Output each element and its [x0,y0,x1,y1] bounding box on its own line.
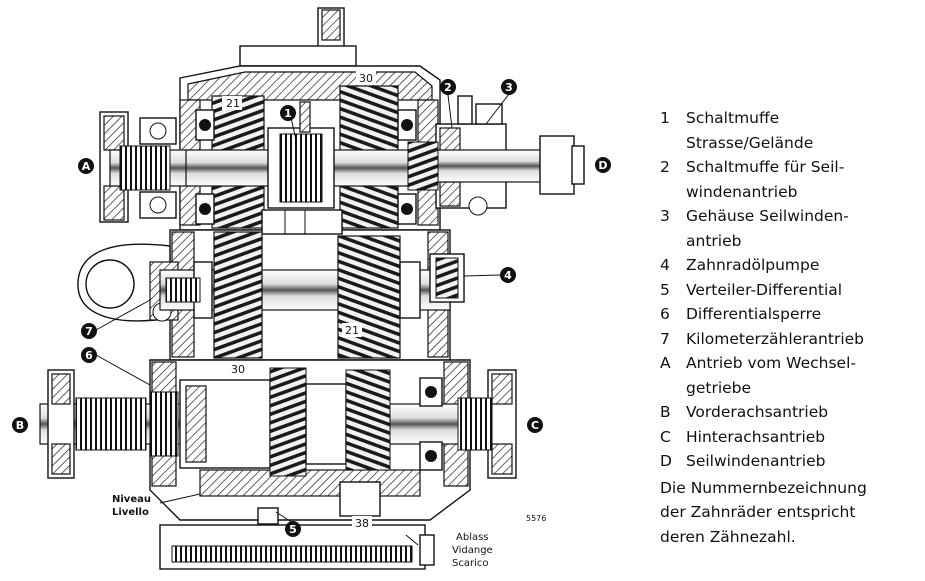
middle-shaft [159,231,465,359]
callout-c-label: C [531,419,539,432]
legend-list: 1 Schaltmuffe Strasse/Gelände 2 Schaltmuffe… [660,106,918,474]
legend-item: 3 Gehäuse Seilwinden- antrieb [660,204,918,253]
callout-1-label: 1 [284,107,292,120]
legend-item-text: Vorderachsantrieb [686,403,829,421]
callout-6: 6 [81,347,97,363]
legend-item-text: Verteiler-Differential [686,280,843,299]
callout-2-label: 2 [444,81,452,94]
callout-d-label: D [598,159,607,172]
gear-tooth-numbers: 21 30 21 30 38 [222,71,376,530]
upper-gear-train [185,85,437,235]
legend-item-key: 3 [660,207,670,225]
callout-2: 2 [440,79,456,95]
callout-5: 5 [285,521,301,537]
callout-1: 1 [280,105,296,121]
legend-item: 7 Kilometerzählerantrieb [660,327,918,352]
legend-item-text: Kilometerzählerantrieb [686,329,865,348]
legend-item: 5 Verteiler-Differential [660,278,918,303]
legend-item: C Hinterachsantrieb [660,425,918,450]
gear-number-30-top: 30 [359,72,373,85]
legend-item-text: Zahnradölpumpe [686,256,820,274]
gearbox-cutaway-drawing: 21 30 21 30 38 1 [12,7,611,570]
drawing-labels: Niveau Livello Ablass Vidange Scarico 55… [112,494,546,569]
legend-note: Die Nummernbezeichnung der Zahnräder ent… [660,478,867,546]
callout-7-label: 7 [85,325,93,338]
lower-differential [39,367,517,525]
gear-number-30-low: 30 [231,363,245,376]
callout-a-label: A [82,160,91,173]
callout-6-label: 6 [85,349,93,362]
input-flange-a [99,111,191,223]
legend-item-key: 7 [660,329,670,348]
legend-item: 6 Differentialsperre [660,302,918,327]
legend-item-text: Differentialsperre [686,305,822,323]
callout-4: 4 [500,267,516,283]
legend-item-key: C [660,427,671,446]
callout-3-label: 3 [505,81,513,94]
leader-lines [95,93,510,546]
label-vidange: Vidange [452,545,493,556]
label-scarico: Scarico [452,558,488,569]
gear-number-38: 38 [355,517,369,530]
legend-item-key: 1 [660,109,670,127]
legend-item-key: 4 [660,256,670,274]
legend-item-text: Schaltmuffe für Seil- windenantrieb [686,158,845,201]
gear-number-21-top: 21 [226,97,240,110]
legend-item-key: 6 [660,305,670,323]
callout-4-label: 4 [504,269,512,282]
callout-a: A [78,158,94,174]
legend-item-key: 2 [660,158,670,176]
label-livello: Livello [112,507,149,518]
label-niveau: Niveau [112,494,151,505]
drawing-number: 5576 [526,514,546,523]
legend-item: B Vorderachsantrieb [660,400,918,425]
legend-item-key: A [660,354,671,372]
legend-item-key: 5 [660,280,670,299]
callout-d: D [595,157,611,173]
callout-7: 7 [81,323,97,339]
legend-item-key: D [660,452,672,470]
legend-item-key: B [660,403,671,421]
gear-number-21-mid: 21 [345,324,359,337]
legend-item-text: Hinterachsantrieb [686,427,826,446]
callout-3: 3 [501,79,517,95]
legend-item: 1 Schaltmuffe Strasse/Gelände [660,106,918,155]
legend-item: 2 Schaltmuffe für Seil- windenantrieb [660,155,918,204]
callout-b-label: B [16,419,24,432]
label-ablass: Ablass [456,532,489,543]
callout-5-label: 5 [289,523,297,536]
legend-item: A Antrieb vom Wechsel- getriebe [660,351,918,400]
legend-item: D Seilwindenantrieb [660,449,918,474]
callout-b: B [12,417,28,433]
legend: 1 Schaltmuffe Strasse/Gelände 2 Schaltmuffe… [660,106,918,549]
legend-item-text: Seilwindenantrieb [686,452,826,470]
callouts: 1 2 3 4 5 6 7 [12,79,611,537]
legend-item: 4 Zahnradölpumpe [660,253,918,278]
legend-item-text: Schaltmuffe Strasse/Gelände [686,109,814,152]
winch-drive-d [407,95,585,216]
legend-item-text: Antrieb vom Wechsel- getriebe [686,354,856,397]
callout-c: C [527,417,543,433]
legend-item-text: Gehäuse Seilwinden- antrieb [686,207,849,250]
